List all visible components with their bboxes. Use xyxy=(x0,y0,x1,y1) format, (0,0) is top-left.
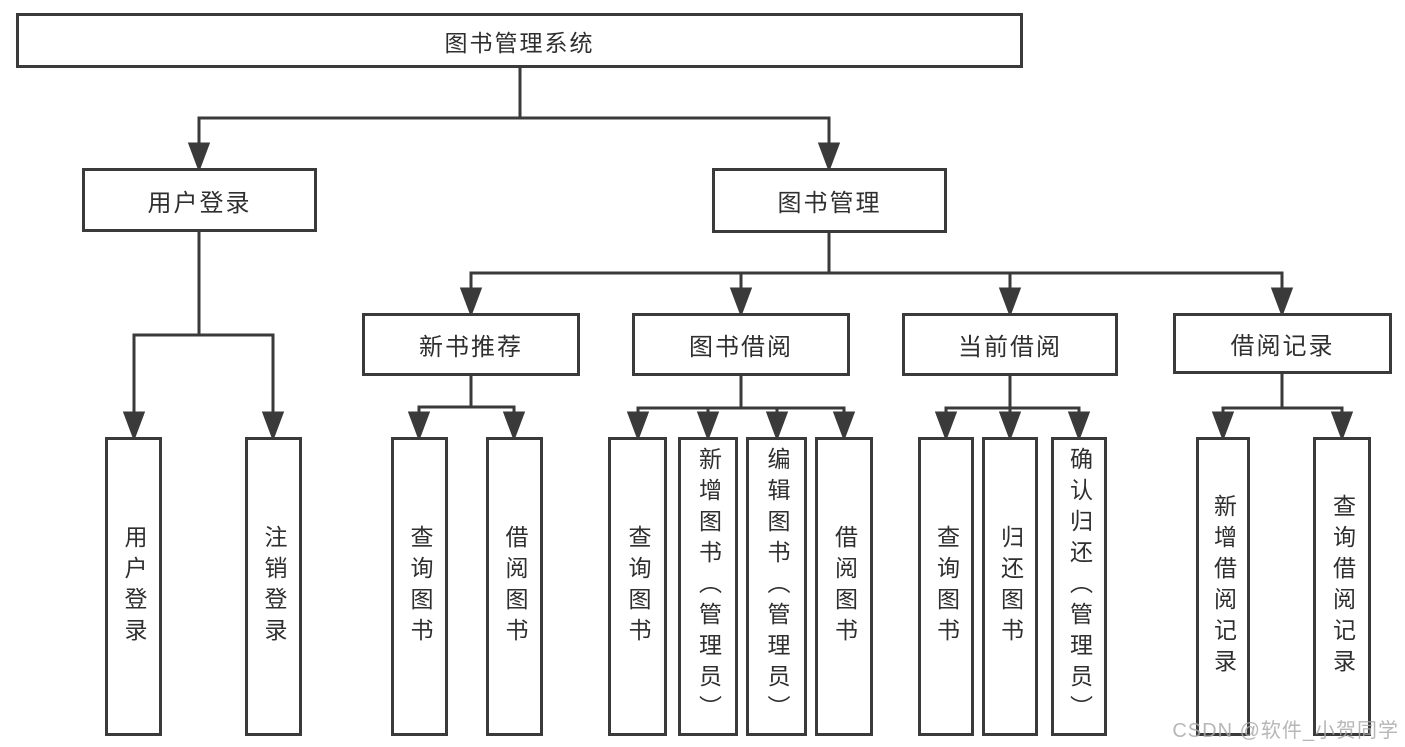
leaf-user-login: 用户登录 xyxy=(105,437,162,736)
arrowhead-icon xyxy=(1330,411,1354,442)
leaf-query-book-rec: 查询图书 xyxy=(391,437,448,736)
watermark: CSDN @软件_小贺同学 xyxy=(1172,720,1399,742)
node-root-label: 图书管理系统 xyxy=(444,29,595,56)
connector-book-borrow xyxy=(626,374,856,442)
node-new-book-rec: 新书推荐 xyxy=(362,313,580,376)
arrowhead-icon xyxy=(998,287,1022,318)
leaf-confirm-return-admin: 确认归还（管理员） xyxy=(1051,437,1107,736)
leaf-edit-book-admin: 编辑图书（管理员） xyxy=(746,437,807,736)
leaf-logout-label: 注销登录 xyxy=(261,524,287,649)
leaf-logout: 注销登录 xyxy=(245,437,302,736)
node-borrow-records: 借阅记录 xyxy=(1173,313,1392,374)
node-root: 图书管理系统 xyxy=(16,13,1023,68)
node-user-login: 用户登录 xyxy=(82,168,317,232)
node-book-borrow-label: 图书借阅 xyxy=(689,334,793,361)
arrowhead-icon xyxy=(729,287,753,318)
arrowhead-icon xyxy=(832,411,856,442)
arrowhead-icon xyxy=(1211,411,1235,442)
connector-new-book-rec xyxy=(407,374,526,442)
leaf-return-book: 归还图书 xyxy=(982,437,1038,736)
arrowhead-icon xyxy=(1067,411,1091,442)
leaf-query-book-current: 查询图书 xyxy=(918,437,974,736)
node-current-borrow-label: 当前借阅 xyxy=(958,334,1062,361)
leaf-borrow-book-borrow-label: 借阅图书 xyxy=(831,524,858,649)
leaf-return-book-label: 归还图书 xyxy=(997,524,1024,649)
leaf-borrow-book-rec-label: 借阅图书 xyxy=(502,524,528,649)
connector-user-login xyxy=(122,230,285,442)
arrowhead-icon xyxy=(459,287,483,318)
leaf-query-book-rec-label: 查询图书 xyxy=(407,524,433,649)
leaf-add-book-admin-label: 新增图书（管理员） xyxy=(695,447,722,726)
leaf-query-book-borrow-label: 查询图书 xyxy=(625,524,651,649)
node-book-borrow: 图书借阅 xyxy=(632,313,850,376)
leaf-query-book-current-label: 查询图书 xyxy=(933,524,960,649)
leaf-add-borrow-record-label: 新增借阅记录 xyxy=(1210,493,1237,680)
leaf-query-borrow-record: 查询借阅记录 xyxy=(1313,437,1371,736)
leaf-confirm-return-admin-label: 确认归还（管理员） xyxy=(1066,447,1093,726)
arrowhead-icon xyxy=(765,411,789,442)
node-current-borrow: 当前借阅 xyxy=(902,313,1118,376)
arrowhead-icon xyxy=(934,411,958,442)
leaf-edit-book-admin-label: 编辑图书（管理员） xyxy=(764,447,790,726)
connector-borrow-records xyxy=(1211,372,1354,442)
arrowhead-icon xyxy=(626,411,650,442)
connector-root xyxy=(187,66,841,173)
node-borrow-records-label: 借阅记录 xyxy=(1230,333,1335,360)
arrowhead-icon xyxy=(502,411,526,442)
node-new-book-rec-label: 新书推荐 xyxy=(419,334,523,361)
leaf-borrow-book-rec: 借阅图书 xyxy=(486,437,543,736)
leaf-add-book-admin: 新增图书（管理员） xyxy=(678,437,738,736)
arrowhead-icon xyxy=(261,411,285,442)
leaf-add-borrow-record: 新增借阅记录 xyxy=(1196,437,1250,736)
arrowhead-icon xyxy=(187,142,211,173)
connector-book-mgmt xyxy=(459,231,1294,318)
arrowhead-icon xyxy=(817,142,841,173)
leaf-query-borrow-record-label: 查询借阅记录 xyxy=(1329,493,1356,680)
node-book-mgmt-label: 图书管理 xyxy=(777,190,882,217)
node-book-mgmt: 图书管理 xyxy=(712,168,947,233)
arrowhead-icon xyxy=(998,411,1022,442)
arrowhead-icon xyxy=(696,411,720,442)
leaf-query-book-borrow: 查询图书 xyxy=(608,437,667,736)
leaf-borrow-book-borrow: 借阅图书 xyxy=(815,437,873,736)
arrowhead-icon xyxy=(122,411,146,442)
arrowhead-icon xyxy=(1270,287,1294,318)
leaf-user-login-label: 用户登录 xyxy=(121,524,147,649)
arrowhead-icon xyxy=(407,411,431,442)
node-user-login-label: 用户登录 xyxy=(147,189,252,217)
connector-current-borrow xyxy=(934,374,1091,442)
